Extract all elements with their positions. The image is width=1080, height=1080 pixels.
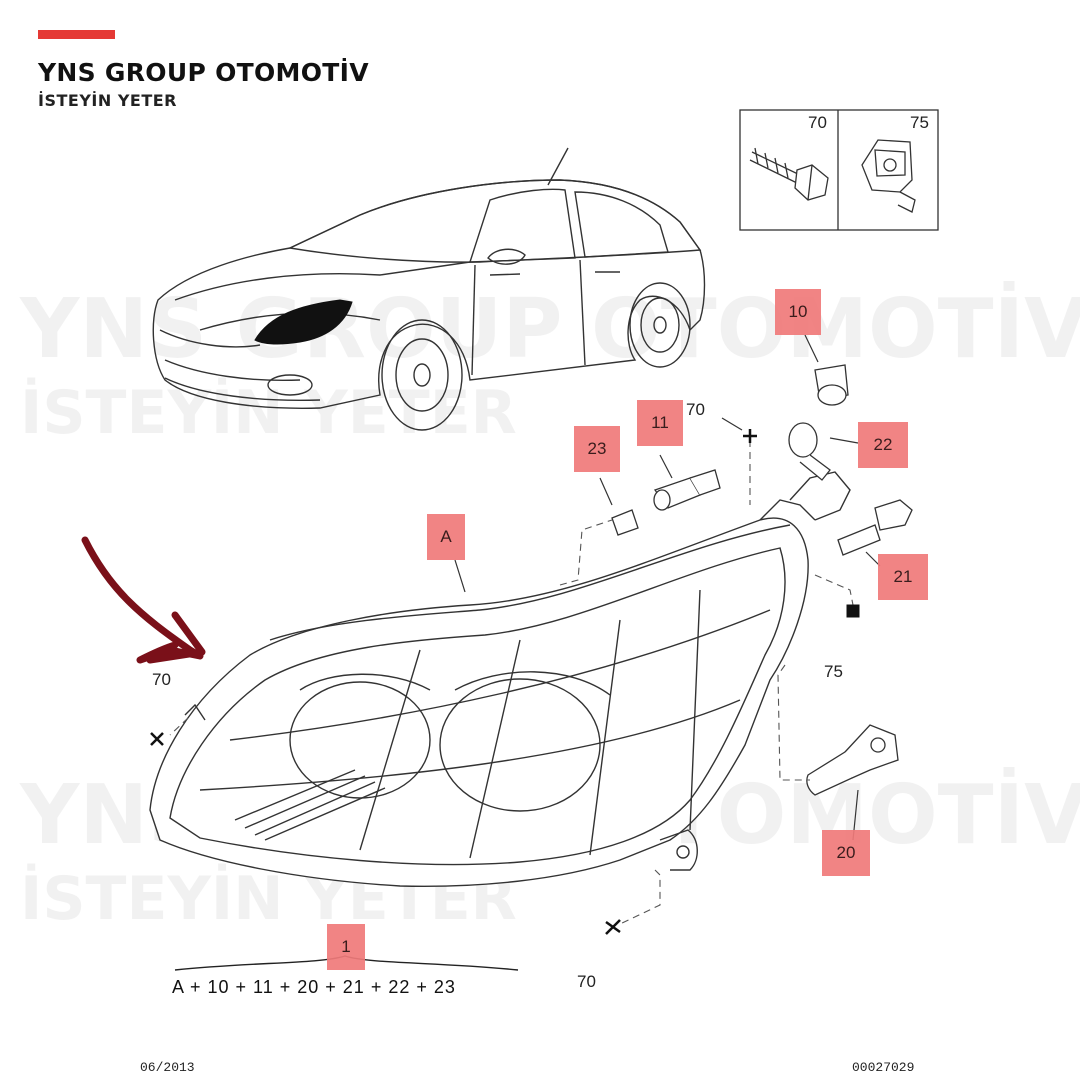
footer-code: 00027029 (852, 1060, 915, 1075)
pointer-arrow (81, 536, 204, 664)
brand-title: YNS GROUP OTOMOTİV (38, 58, 369, 87)
fastener-markers (150, 429, 860, 935)
ref-70-left: 70 (152, 670, 171, 689)
callout-1: 1 (327, 924, 365, 970)
callout-21: 21 (878, 554, 928, 600)
callout-22: 22 (858, 422, 908, 468)
inset-bolt-ref: 70 (808, 113, 827, 132)
callout-11: 11 (637, 400, 683, 446)
footer-date: 06/2013 (140, 1060, 195, 1075)
brand-tagline: İSTEYİN YETER (38, 91, 177, 110)
pointer-lines (454, 334, 881, 841)
inset-clip-ref: 75 (910, 113, 929, 132)
bulbs (611, 364, 913, 796)
brand-accent-bar (38, 30, 115, 39)
callout-20: 20 (822, 830, 870, 876)
headlamp-assembly (149, 471, 851, 887)
ref-75: 75 (824, 662, 843, 681)
callout-23: 23 (574, 426, 620, 472)
callout-10: 10 (775, 289, 821, 335)
ref-70-top: 70 (686, 400, 705, 419)
leader-lines (169, 440, 854, 926)
callout-a: A (427, 514, 465, 560)
car-headlamp-highlight (254, 299, 353, 345)
fastener-inset (739, 109, 939, 231)
car-illustration (152, 147, 706, 431)
ref-70-bottom: 70 (577, 972, 596, 991)
assembly-formula: A + 10 + 11 + 20 + 21 + 22 + 23 (172, 977, 456, 997)
